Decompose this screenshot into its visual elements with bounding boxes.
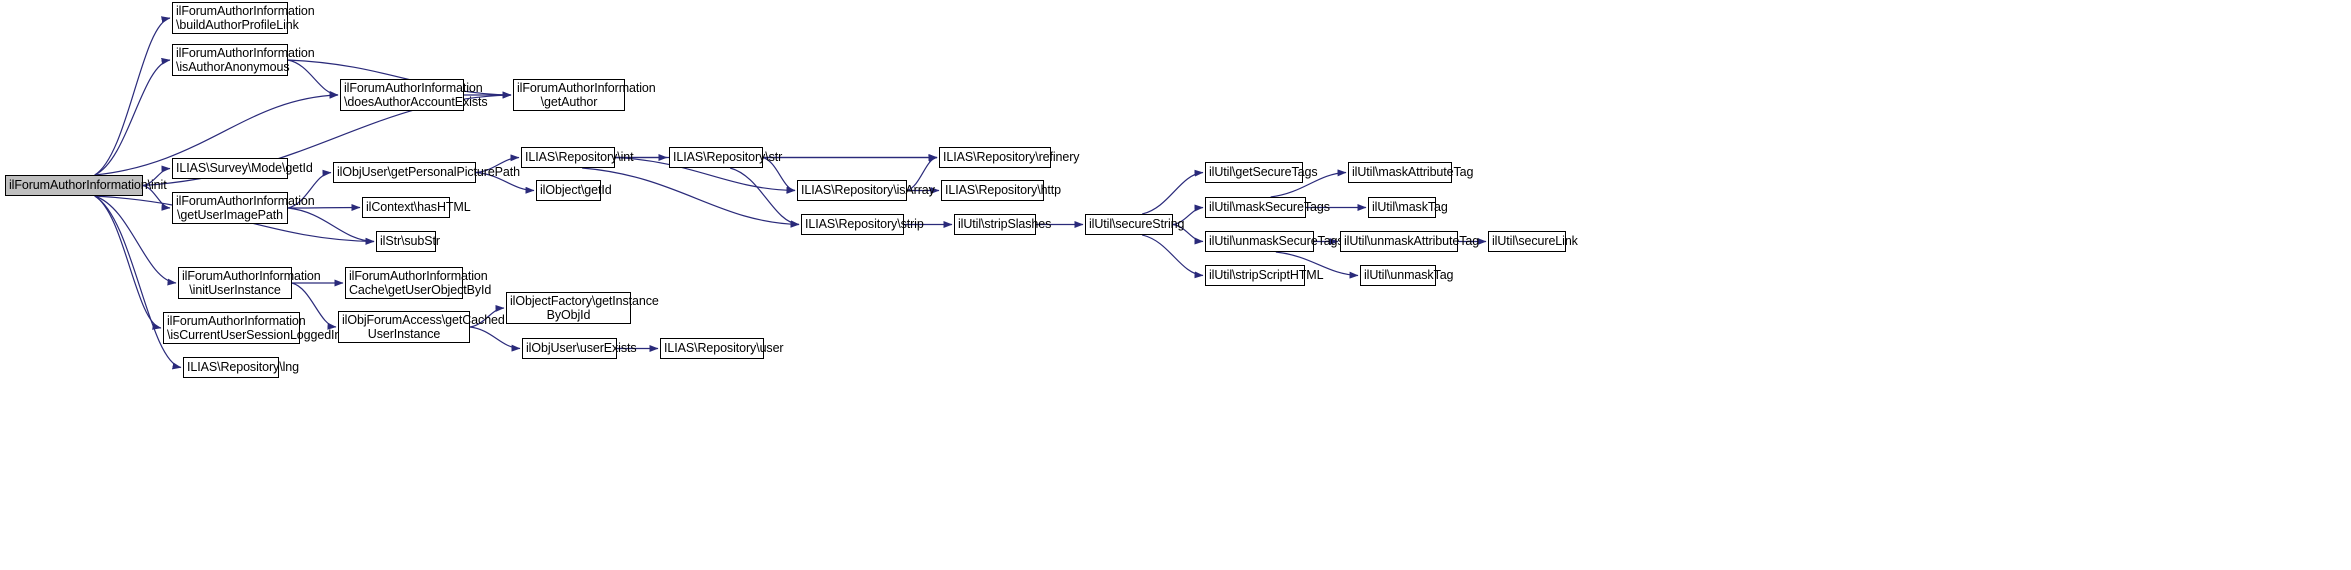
graph-node-maskSecureTags[interactable]: ilUtil\maskSecureTags [1205, 197, 1330, 218]
graph-node-getCachedUserInstance[interactable]: ilObjForumAccess\getCached UserInstance [338, 311, 505, 343]
graph-edge-repoStr-to-repoStrip [729, 167, 800, 228]
graph-node-label: ilUtil\stripSlashes [958, 217, 1052, 232]
graph-node-label: ilUtil\unmaskSecureTags [1209, 234, 1344, 249]
graph-node-label: ilForumAuthorInformation \isCurrentUserS… [167, 313, 342, 343]
graph-node-label: ILIAS\Repository\lng [187, 360, 299, 375]
graph-node-label: ilForumAuthorInformation \isAuthorAnonym… [176, 45, 315, 75]
graph-node-label: ILIAS\Repository\str [673, 150, 783, 165]
graph-node-repoRefinery[interactable]: ILIAS\Repository\refinery [939, 147, 1080, 168]
graph-node-label: ilUtil\secureLink [1492, 234, 1578, 249]
graph-node-label: ILIAS\Repository\isArray [801, 183, 935, 198]
graph-edge-init-to-isCurrentUserSessionLoggedIn [94, 195, 162, 330]
graph-node-repoHttp[interactable]: ILIAS\Repository\http [941, 180, 1062, 201]
graph-edge-secureString-to-getSecureTags [1142, 169, 1204, 215]
graph-node-repoInt[interactable]: ILIAS\Repository\int [521, 147, 634, 168]
graph-node-label: ilForumAuthorInformation Cache\getUserOb… [349, 268, 492, 298]
graph-node-maskAttributeTag[interactable]: ilUtil\maskAttributeTag [1348, 162, 1474, 183]
graph-node-label: ilForumAuthorInformation \getUserImagePa… [176, 193, 315, 223]
graph-node-getPersonalPicturePath[interactable]: ilObjUser\getPersonalPicturePath [333, 162, 521, 183]
graph-node-label: ilUtil\maskSecureTags [1209, 200, 1330, 215]
graph-node-label: ilUtil\maskTag [1372, 200, 1448, 215]
graph-node-stripScriptHTML[interactable]: ilUtil\stripScriptHTML [1205, 265, 1324, 286]
graph-node-label: ilUtil\unmaskTag [1364, 268, 1454, 283]
graph-edge-isAuthorAnonymous-to-doesAuthorAccountExists [287, 59, 339, 98]
graph-node-doesAuthorAccountExists[interactable]: ilForumAuthorInformation \doesAuthorAcco… [340, 79, 488, 111]
graph-node-cacheGetUserObjectById[interactable]: ilForumAuthorInformation Cache\getUserOb… [345, 267, 492, 299]
graph-edge-init-to-initUserInstance [94, 195, 177, 286]
graph-node-label: ilStr\subStr [380, 234, 440, 249]
graph-node-secureString[interactable]: ilUtil\secureString [1085, 214, 1185, 235]
graph-node-label: ilObjForumAccess\getCached UserInstance [342, 312, 505, 342]
graph-node-label: ilForumAuthorInformation \initUserInstan… [182, 268, 321, 298]
graph-node-secureLink[interactable]: ilUtil\secureLink [1488, 231, 1578, 252]
graph-node-label: ilForumAuthorInformation \buildAuthorPro… [176, 3, 315, 33]
graph-node-stripSlashes[interactable]: ilUtil\stripSlashes [954, 214, 1052, 235]
graph-node-unmaskSecureTags[interactable]: ilUtil\unmaskSecureTags [1205, 231, 1344, 252]
graph-node-label: ilObjectFactory\getInstance ByObjId [510, 293, 659, 323]
graph-node-repoStr[interactable]: ILIAS\Repository\str [669, 147, 783, 168]
graph-node-init[interactable]: ilForumAuthorInformation\init [5, 175, 167, 196]
graph-node-label: ILIAS\Repository\refinery [943, 150, 1080, 165]
graph-node-label: ilUtil\unmaskAttributeTag [1344, 234, 1480, 249]
graph-edge-secureString-to-stripScriptHTML [1142, 234, 1204, 279]
graph-node-label: ILIAS\Repository\user [664, 341, 784, 356]
graph-node-buildAuthorProfileLink[interactable]: ilForumAuthorInformation \buildAuthorPro… [172, 2, 315, 34]
graph-edge-init-to-isAuthorAnonymous [94, 57, 171, 176]
graph-node-userExists[interactable]: ilObjUser\userExists [522, 338, 637, 359]
graph-node-label: ilObject\getId [540, 183, 612, 198]
graph-node-label: ilForumAuthorInformation \doesAuthorAcco… [344, 80, 488, 110]
graph-node-label: ilObjUser\userExists [526, 341, 637, 356]
graph-node-repoUser[interactable]: ILIAS\Repository\user [660, 338, 784, 359]
graph-node-getUserImagePath[interactable]: ilForumAuthorInformation \getUserImagePa… [172, 192, 315, 224]
graph-node-surveyModeGetId[interactable]: ILIAS\Survey\Mode\getId [172, 158, 313, 179]
graph-node-ilStrSubStr[interactable]: ilStr\subStr [376, 231, 440, 252]
graph-node-initUserInstance[interactable]: ilForumAuthorInformation \initUserInstan… [178, 267, 321, 299]
graph-node-label: ilUtil\maskAttributeTag [1352, 165, 1474, 180]
graph-node-repoIsArray[interactable]: ILIAS\Repository\isArray [797, 180, 935, 201]
graph-node-label: ILIAS\Repository\strip [805, 217, 924, 232]
graph-node-isCurrentUserSessionLoggedIn[interactable]: ilForumAuthorInformation \isCurrentUserS… [163, 312, 342, 344]
graph-node-getInstanceByObjId[interactable]: ilObjectFactory\getInstance ByObjId [506, 292, 659, 324]
graph-node-label: ilUtil\getSecureTags [1209, 165, 1318, 180]
graph-node-label: ilForumAuthorInformation\init [9, 178, 167, 193]
graph-node-unmaskAttributeTag[interactable]: ilUtil\unmaskAttributeTag [1340, 231, 1480, 252]
graph-node-label: ILIAS\Survey\Mode\getId [176, 161, 313, 176]
graph-node-isAuthorAnonymous[interactable]: ilForumAuthorInformation \isAuthorAnonym… [172, 44, 315, 76]
graph-node-maskTag[interactable]: ilUtil\maskTag [1368, 197, 1448, 218]
graph-node-getAuthor[interactable]: ilForumAuthorInformation \getAuthor [513, 79, 656, 111]
graph-edge-init-to-buildAuthorProfileLink [94, 16, 171, 176]
graph-node-contextHasHTML[interactable]: ilContext\hasHTML [362, 197, 471, 218]
graph-node-label: ilUtil\stripScriptHTML [1209, 268, 1324, 283]
graph-node-unmaskTag[interactable]: ilUtil\unmaskTag [1360, 265, 1454, 286]
graph-node-repoStrip[interactable]: ILIAS\Repository\strip [801, 214, 924, 235]
graph-edge-getCachedUserInstance-to-userExists [469, 326, 521, 352]
graph-node-label: ilContext\hasHTML [366, 200, 471, 215]
graph-node-label: ilObjUser\getPersonalPicturePath [337, 165, 521, 180]
graph-node-label: ILIAS\Repository\int [525, 150, 634, 165]
graph-edge-repoInt-to-repoStrip [582, 167, 800, 228]
graph-node-repoLng[interactable]: ILIAS\Repository\lng [183, 357, 299, 378]
graph-node-label: ILIAS\Repository\http [945, 183, 1062, 198]
graph-node-label: ilUtil\secureString [1089, 217, 1185, 232]
graph-node-label: ilForumAuthorInformation \getAuthor [517, 80, 656, 110]
graph-node-getSecureTags[interactable]: ilUtil\getSecureTags [1205, 162, 1318, 183]
graph-node-ilObjectGetId[interactable]: ilObject\getId [536, 180, 612, 201]
